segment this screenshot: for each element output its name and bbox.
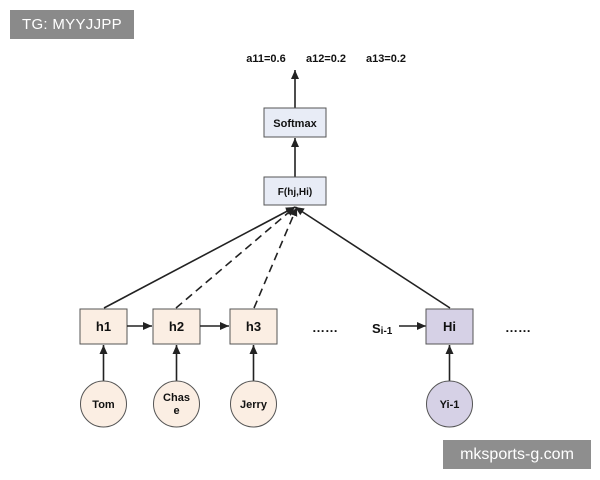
softmax-label: Softmax — [273, 118, 317, 130]
input-label-chase-line1: Chas — [163, 392, 190, 404]
input-label-tom: Tom — [92, 399, 115, 411]
input-label-chase-line2: e — [173, 405, 179, 417]
input-label-yi1: Yi-1 — [440, 399, 460, 411]
score-function-label: F(hj,Hi) — [278, 187, 312, 198]
decoder-state-hi — [425, 308, 474, 345]
input-node-tom — [80, 380, 127, 428]
weight-a13: a13=0.2 — [366, 53, 406, 65]
input-label-jerry: Jerry — [240, 399, 268, 411]
encoder-label-h3: h3 — [246, 319, 261, 334]
edge-h2-to-score — [175, 206, 296, 309]
edge-h3-to-score — [253, 206, 298, 309]
encoder-label-h2: h2 — [169, 319, 184, 334]
prev-decoder-state-label: Si-1 — [372, 321, 393, 337]
input-node-yi1 — [426, 380, 473, 428]
weight-a11: a11=0.6 — [246, 53, 285, 65]
weight-a12: a12=0.2 — [306, 53, 346, 65]
encoder-state-h3 — [229, 308, 278, 345]
watermark-bottom: mksports-g.com — [443, 440, 591, 469]
edge-h1-to-score — [103, 206, 296, 309]
softmax-box — [263, 107, 327, 138]
score-function-box — [263, 176, 327, 206]
encoder-label-h1: h1 — [96, 319, 111, 334]
watermark-top: TG: MYYJJPP — [10, 10, 134, 39]
decoder-label-hi: Hi — [443, 319, 456, 334]
encoder-state-h1 — [79, 308, 128, 345]
prev-state-prefix: S — [372, 321, 381, 336]
prev-state-subscript: i-1 — [381, 326, 393, 337]
input-node-jerry — [230, 380, 277, 428]
input-node-chase — [153, 380, 200, 428]
encoder-ellipsis: …… — [312, 320, 338, 335]
decoder-ellipsis: …… — [505, 320, 531, 335]
edge-hi-to-score — [294, 206, 451, 309]
